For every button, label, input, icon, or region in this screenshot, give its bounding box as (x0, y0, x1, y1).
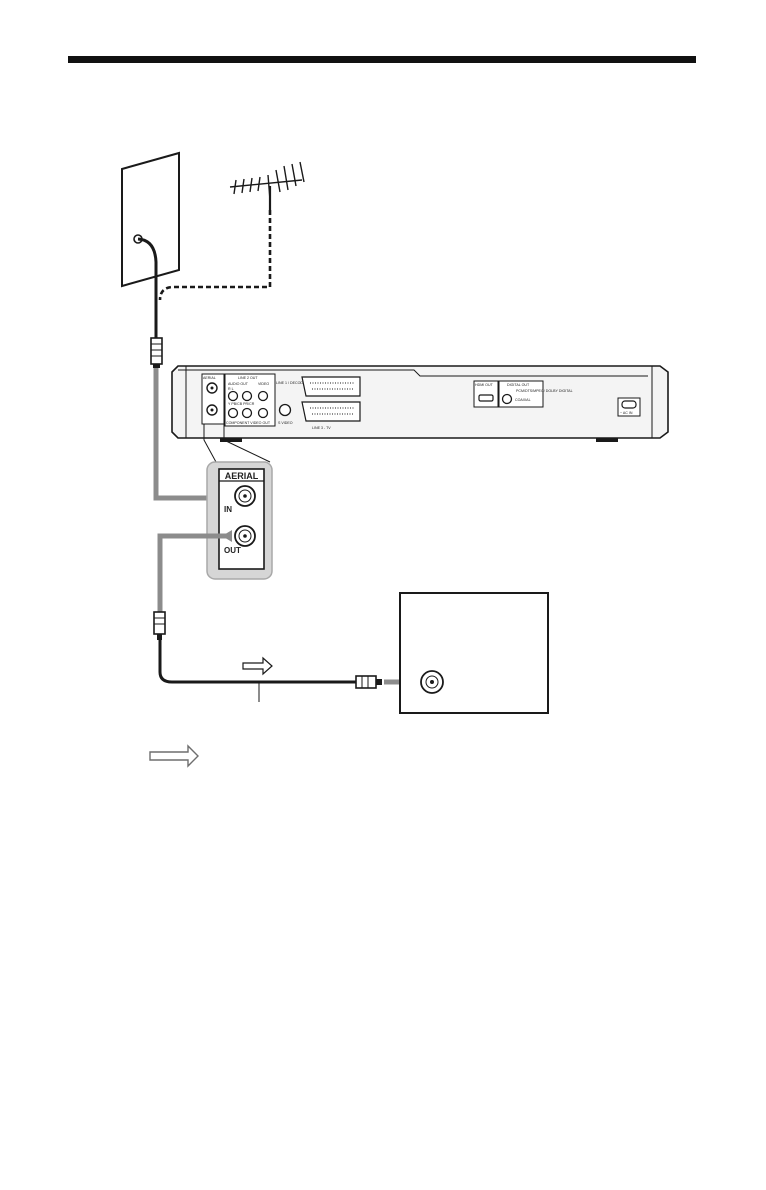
rear-line2-out-label: LINE 2 OUT (238, 376, 258, 380)
signal-flow-arrow-icon (242, 656, 273, 676)
rear-audio-out-label: AUDIO OUT (228, 382, 249, 386)
aerial-out-label: OUT (224, 546, 241, 555)
rear-pcm-label: PCM/DTS/MPEG/ DOLBY DIGITAL (516, 389, 573, 393)
rear-ac-in-label: ~ AC IN (620, 411, 633, 415)
rear-line3-label: LINE 3 - TV (312, 426, 331, 430)
rear-coaxial-jack (501, 393, 513, 405)
rear-scart-line3 (301, 401, 361, 422)
rear-ac-in-socket (621, 400, 637, 409)
coaxial-cable-to-tv (158, 640, 356, 684)
aerial-terminal-zoom-panel: AERIAL IN OUT (206, 461, 273, 580)
rear-hdmi-label: HDMI OUT (475, 383, 494, 387)
aerial-in-lead (153, 368, 228, 501)
rear-audio-rl-label: R L (228, 387, 234, 391)
rear-coaxial-label: COAXIAL (515, 398, 531, 402)
aerial-in-label: IN (224, 505, 232, 514)
tv-plug (355, 675, 382, 689)
antenna-cable-dashed (158, 210, 272, 301)
rear-scart-line1 (301, 376, 361, 397)
header-rule (68, 56, 696, 63)
wall-aerial-socket (121, 151, 180, 288)
wall-cable (137, 237, 158, 338)
legend-signal-flow-icon (149, 744, 199, 768)
tv-set (399, 592, 549, 714)
rear-s-video-jack (278, 403, 292, 417)
rear-component-label: COMPONENT VIDEO OUT (226, 421, 271, 425)
rear-s-video-label: S VIDEO (278, 421, 293, 425)
aerial-label: AERIAL (225, 471, 259, 481)
aerial-plug-bottom (153, 611, 166, 640)
aerial-plug-top (150, 337, 163, 368)
rear-digital-out-label: DIGITAL OUT (507, 383, 530, 387)
recorder-rear-panel: AERIAL LINE 2 OUT AUDIO OUT R L VIDEO Y … (171, 365, 669, 442)
aerial-out-lead (157, 533, 228, 612)
rear-line1-label: LINE 1 / DECODER (276, 381, 308, 385)
rear-aerial-label: AERIAL (203, 376, 216, 380)
rear-ypbpr-label: Y PB/CB PR/CR (228, 402, 255, 406)
rear-hdmi-jack (478, 394, 494, 402)
rear-video-label: VIDEO (258, 382, 269, 386)
outdoor-antenna-icon (229, 161, 305, 210)
